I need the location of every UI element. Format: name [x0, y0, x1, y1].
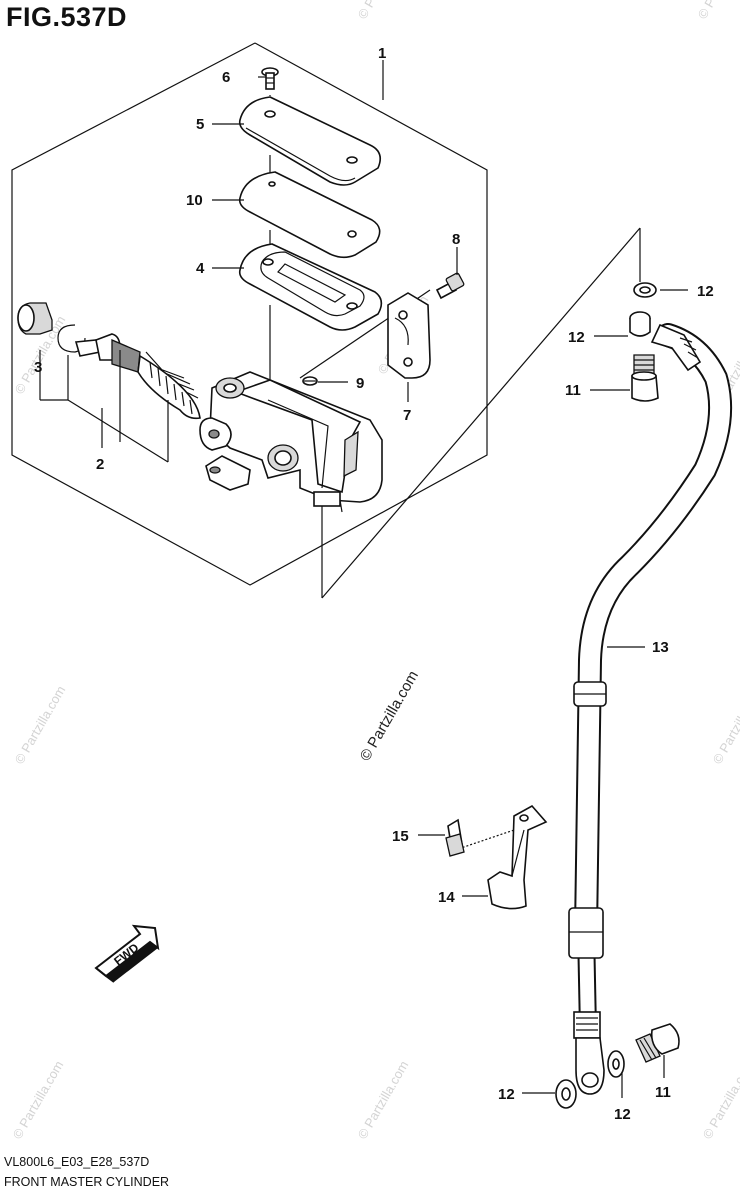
callout-4: 4	[196, 260, 205, 277]
watermark-text: © Partzilla.com	[355, 0, 412, 22]
callout-6: 6	[222, 69, 230, 86]
watermark-text: © Partzilla.com	[12, 683, 69, 766]
callout-8: 8	[452, 231, 460, 248]
callout-15: 15	[392, 828, 409, 845]
callout-12: 12	[697, 283, 714, 300]
banjo-bolt-icon	[635, 1023, 680, 1063]
reservoir-cap-icon	[238, 96, 381, 186]
master-cylinder-body-icon	[199, 371, 383, 513]
watermark-text: © Partzilla.com	[700, 1058, 740, 1141]
callout-7: 7	[403, 407, 411, 424]
model-code: VL800L6_E03_E28_537D	[4, 1155, 150, 1169]
washer-icon	[633, 282, 657, 298]
watermark-text: © Partzilla.com	[710, 683, 740, 766]
bracket-bolt-icon	[445, 818, 465, 857]
brake-hose-icon	[568, 323, 733, 1095]
callout-11: 11	[655, 1084, 671, 1101]
callout-labels: 1 2 3 4 5 6 7 8 9 10 11 11 12 12 12 12 1…	[34, 45, 714, 1123]
washer-icon	[555, 1079, 577, 1109]
callout-14: 14	[438, 889, 455, 906]
watermark-text: © Partzilla.com	[355, 1058, 412, 1141]
small-screw-icon	[302, 376, 318, 386]
clamp-icon	[387, 292, 431, 379]
diaphragm-icon	[238, 243, 383, 331]
fwd-arrow-icon: FWD	[94, 924, 160, 983]
callout-3: 3	[34, 359, 42, 376]
callout-2: 2	[96, 456, 104, 473]
figure-title: FIG.537D	[6, 2, 128, 32]
screw-icon	[261, 67, 279, 90]
callout-12: 12	[498, 1086, 515, 1103]
boot-icon	[17, 302, 53, 335]
assembly-outline	[11, 42, 488, 586]
figure-name: FRONT MASTER CYLINDER	[4, 1175, 170, 1189]
callout-5: 5	[196, 116, 204, 133]
piston-spring-icon	[74, 333, 201, 420]
banjo-bolt-icon	[631, 354, 659, 402]
callout-13: 13	[652, 639, 669, 656]
callout-10: 10	[186, 192, 203, 209]
watermark-text: © Partzilla.com	[695, 0, 740, 22]
callout-12: 12	[614, 1106, 631, 1123]
diaphragm-plate-icon	[238, 171, 381, 259]
watermark-text: © Partzilla.com	[10, 1058, 67, 1141]
callout-11: 11	[565, 382, 581, 399]
watermark-center: © Partzilla.com	[357, 668, 422, 764]
bolt-icon	[435, 272, 465, 300]
washer-icon	[629, 311, 651, 337]
callout-12: 12	[568, 329, 585, 346]
callout-1: 1	[378, 45, 386, 62]
callout-9: 9	[356, 375, 364, 392]
washer-icon	[607, 1050, 625, 1078]
hose-bracket-icon	[487, 804, 548, 910]
